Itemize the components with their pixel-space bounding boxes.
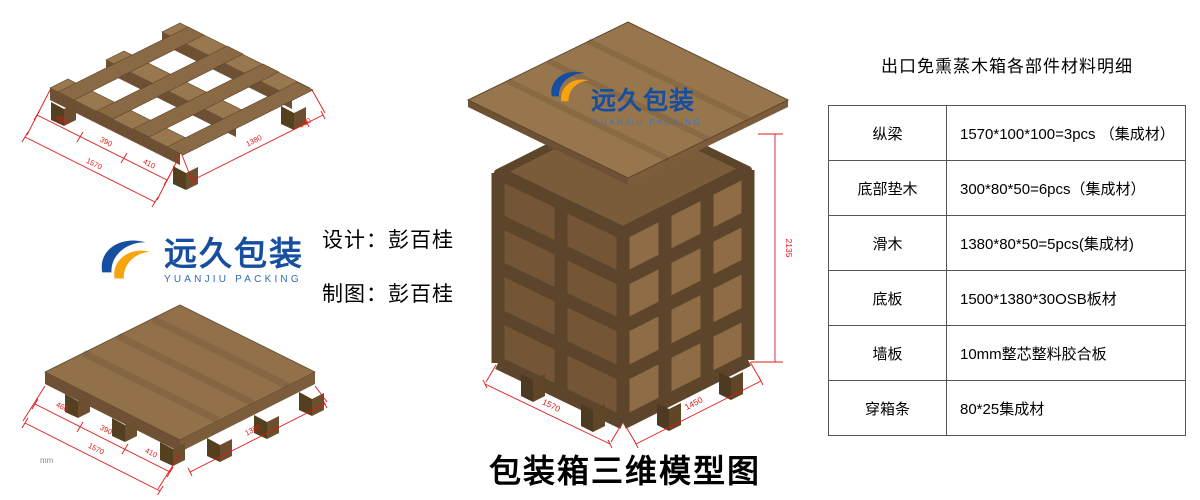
pallet-frame-dimension-lines [21, 89, 326, 208]
pallet-deck-drawing: 460 390 410 1570 1380 [21, 304, 328, 495]
part-name-cell: 墙板 [828, 325, 947, 381]
table-row: 纵梁 1570*100*100=3pcs （集成材） [828, 105, 1186, 161]
dim-label: 2135 [784, 239, 794, 258]
crate-lid: 远久包装 YUANJIU PACKING [466, 21, 790, 185]
pallet-frame-structure [49, 22, 314, 190]
lid-logo-subtitle: YUANJIU PACKING [593, 118, 702, 127]
dim-label: 1570 [87, 441, 106, 457]
logo-text: 远久包装 YUANJIU PACKING [164, 234, 304, 286]
part-name-cell: 滑木 [828, 215, 947, 271]
dim-label: 1570 [85, 156, 104, 172]
draft-credit: 制图：彭百桂 [322, 283, 454, 306]
table-row: 底部垫木 300*80*50=6pcs（集成材） [828, 160, 1186, 216]
part-spec-cell: 1500*1380*30OSB板材 [946, 270, 1186, 326]
part-spec-cell: 1380*80*50=5pcs(集成材) [946, 215, 1186, 271]
materials-panel: 出口免熏蒸木箱各部件材料明细 纵梁 1570*100*100=3pcs （集成材… [828, 52, 1186, 436]
page-title: 包装箱三维模型图 [488, 453, 761, 489]
crate-drawing: 远久包装 YUANJIU PACKING 2135 1450 1570 [466, 21, 794, 448]
unit-note: mm [40, 456, 54, 465]
pallet-frame-drawing: 460 390 410 1570 1380 100 [21, 22, 326, 208]
part-spec-cell: 10mm整芯整料胶合板 [946, 325, 1186, 381]
part-name-cell: 纵梁 [828, 105, 947, 161]
materials-table-title: 出口免熏蒸木箱各部件材料明细 [881, 57, 1133, 76]
lid-logo-name: 远久包装 [591, 86, 695, 115]
materials-table: 纵梁 1570*100*100=3pcs （集成材） 底部垫木 300*80*5… [828, 105, 1186, 436]
dim-label: 410 [144, 446, 159, 460]
credits: 设计：彭百桂 制图：彭百桂 [322, 224, 454, 332]
pallet-deck-structure [44, 304, 324, 466]
part-name-cell: 底板 [828, 270, 947, 326]
crate-feet [521, 372, 743, 432]
part-name-cell: 穿箱条 [828, 380, 947, 436]
logo-subtitle: YUANJIU PACKING [164, 274, 302, 286]
design-credit: 设计：彭百桂 [322, 229, 454, 252]
lid-logo-swoosh-icon [551, 71, 589, 102]
part-name-cell: 底部垫木 [828, 160, 947, 216]
logo-swoosh-icon [101, 240, 150, 279]
pallet-deck-dimension-lines [21, 385, 328, 495]
table-row: 墙板 10mm整芯整料胶合板 [828, 325, 1186, 381]
part-spec-cell: 300*80*50=6pcs（集成材） [946, 160, 1186, 216]
dim-label: 390 [99, 423, 114, 437]
part-spec-cell: 1570*100*100=3pcs （集成材） [946, 105, 1186, 161]
logo-name: 远久包装 [164, 234, 304, 272]
part-spec-cell: 80*25集成材 [946, 380, 1186, 436]
table-row: 穿箱条 80*25集成材 [828, 380, 1186, 436]
table-row: 滑木 1380*80*50=5pcs(集成材) [828, 215, 1186, 271]
crate-dimension-lines [482, 133, 783, 448]
table-row: 底板 1500*1380*30OSB板材 [828, 270, 1186, 326]
company-logo: 远久包装 YUANJIU PACKING [96, 232, 304, 290]
